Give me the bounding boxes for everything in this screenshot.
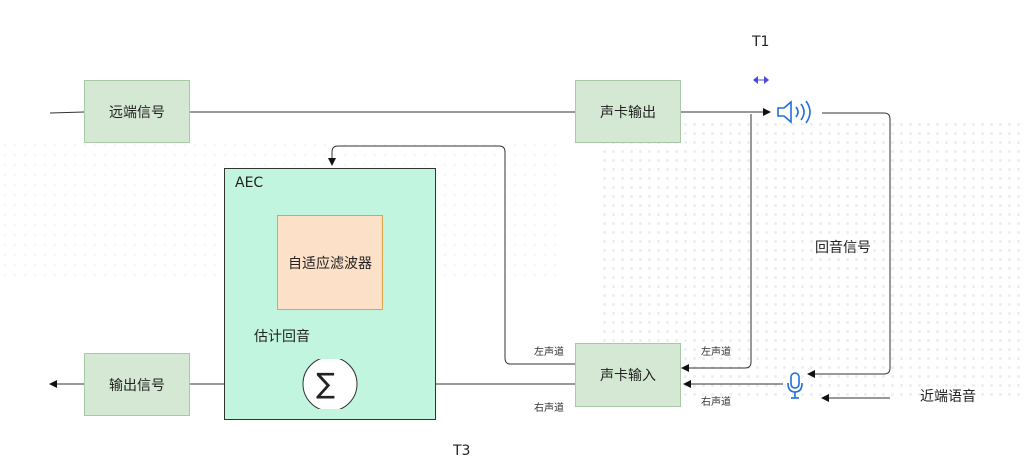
far-signal-box[interactable]: 远端信号 (84, 80, 190, 143)
line-left-channel-to-aec (328, 145, 575, 365)
t3-label: T3 (453, 443, 471, 459)
speaker-icon[interactable] (776, 97, 816, 127)
left-right-arrow-icon (753, 76, 769, 84)
output-signal-box[interactable]: 输出信号 (84, 353, 190, 416)
soundcard-in-label: 声卡输入 (600, 368, 656, 384)
echo-signal-label: 回音信号 (815, 240, 871, 256)
line-left-channel-t1 (681, 114, 752, 372)
adaptive-filter-box[interactable]: 自适应滤波器 (277, 215, 383, 310)
microphone-icon[interactable] (786, 372, 804, 400)
adaptive-filter-label: 自适应滤波器 (288, 255, 372, 272)
right-channel-label-2: 右声道 (701, 397, 731, 408)
line-echo (807, 112, 891, 378)
right-channel-label-1: 右声道 (534, 403, 564, 414)
soundcard-out-box[interactable]: 声卡输出 (575, 80, 681, 143)
left-channel-label-2: 左声道 (701, 347, 731, 358)
soundcard-in-box[interactable]: 声卡输入 (575, 343, 681, 407)
estimated-echo-label: 估计回音 (254, 329, 310, 345)
t1-label: T1 (752, 34, 770, 50)
line-far-input (49, 111, 85, 114)
sum-node[interactable] (301, 359, 361, 409)
sum-symbol: ∑ (316, 367, 335, 400)
aec-label: AEC (235, 175, 264, 191)
soundcard-out-label: 声卡输出 (600, 104, 656, 121)
near-speech-label: 近端语音 (920, 389, 976, 405)
left-channel-label-1: 左声道 (534, 347, 564, 358)
far-signal-label: 远端信号 (109, 104, 165, 121)
output-signal-label: 输出信号 (109, 377, 165, 394)
